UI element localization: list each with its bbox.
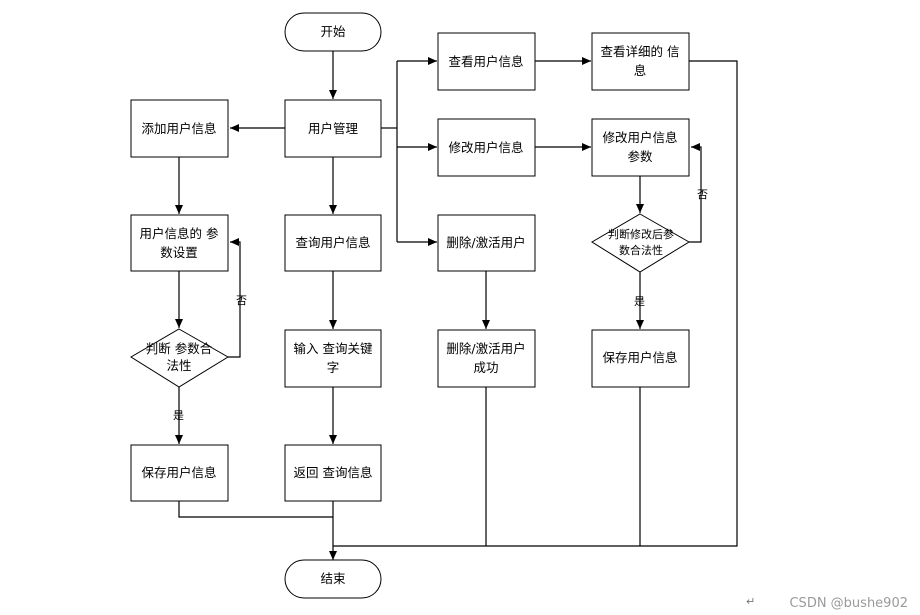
node-return-query: 返回 查询信息	[284, 444, 382, 502]
node-judge-param-line2: 法性	[166, 358, 191, 373]
node-add-user-label: 添加用户信息	[141, 121, 216, 136]
node-query-user-label: 查询用户信息	[295, 235, 370, 250]
node-user-mgmt: 用户管理	[284, 99, 382, 158]
node-modify-user-label: 修改用户信息	[448, 140, 523, 155]
node-add-user: 添加用户信息	[130, 99, 229, 158]
node-view-user: 查看用户信息	[437, 32, 536, 91]
edge-judge-no-loop-right	[689, 143, 702, 243]
watermark: CSDN @bushe902	[789, 596, 908, 611]
node-end-label: 结束	[320, 571, 346, 586]
node-judge-param: 判断 参数合 法性	[130, 328, 229, 388]
node-return-query-label: 返回 查询信息	[294, 465, 373, 480]
edge-detail-to-end	[333, 60, 738, 547]
node-delete-success-line2: 成功	[473, 360, 498, 375]
node-judge-param-line1: 判断 参数合	[146, 341, 213, 356]
label-no-right: 否	[697, 188, 708, 201]
node-save-user-right: 保存用户信息	[591, 329, 690, 388]
node-view-detail: 查看详细的 信 息	[591, 32, 690, 91]
node-delete-user: 删除/激活用户	[437, 214, 536, 272]
edges	[175, 51, 738, 560]
node-save-user-left-label: 保存用户信息	[141, 465, 216, 480]
node-view-user-label: 查看用户信息	[448, 54, 523, 69]
node-save-user-right-label: 保存用户信息	[602, 350, 677, 365]
node-delete-success-line1: 删除/激活用户	[446, 341, 525, 356]
node-view-detail-line1: 查看详细的 信	[601, 44, 680, 59]
node-user-mgmt-label: 用户管理	[308, 121, 359, 136]
node-modify-params-line1: 修改用户信息	[602, 130, 677, 145]
paragraph-mark: ↵	[746, 595, 756, 608]
node-input-keyword-line1: 输入 查询关键	[294, 341, 373, 356]
node-view-detail-line2: 息	[634, 63, 647, 78]
node-param-setup-line2: 数设置	[160, 245, 198, 260]
node-delete-success: 删除/激活用户 成功	[437, 329, 536, 388]
node-param-setup-line1: 用户信息的 参	[140, 226, 219, 241]
label-no-left: 否	[236, 294, 247, 307]
label-yes-left: 是	[173, 409, 184, 422]
node-input-keyword: 输入 查询关键 字	[284, 329, 382, 388]
node-judge-modify-line2: 数合法性	[619, 243, 663, 257]
node-start: 开始	[284, 12, 382, 52]
node-modify-params-line2: 参数	[627, 149, 653, 164]
node-save-user-left: 保存用户信息	[130, 444, 229, 502]
edge-save-left-to-end	[178, 501, 333, 518]
node-judge-modify: 判断修改后参 数合法性	[591, 213, 690, 273]
node-delete-user-label: 删除/激活用户	[446, 235, 525, 250]
edge-judge-no-loop-left	[228, 238, 241, 358]
node-query-user: 查询用户信息	[284, 214, 382, 272]
node-param-setup: 用户信息的 参 数设置	[130, 214, 229, 272]
node-end: 结束	[284, 559, 382, 599]
node-modify-user: 修改用户信息	[437, 118, 536, 177]
node-input-keyword-line2: 字	[327, 360, 340, 375]
node-modify-params: 修改用户信息 参数	[591, 118, 690, 177]
node-start-label: 开始	[320, 24, 346, 39]
node-judge-modify-line1: 判断修改后参	[608, 227, 674, 241]
label-yes-right: 是	[634, 295, 645, 308]
